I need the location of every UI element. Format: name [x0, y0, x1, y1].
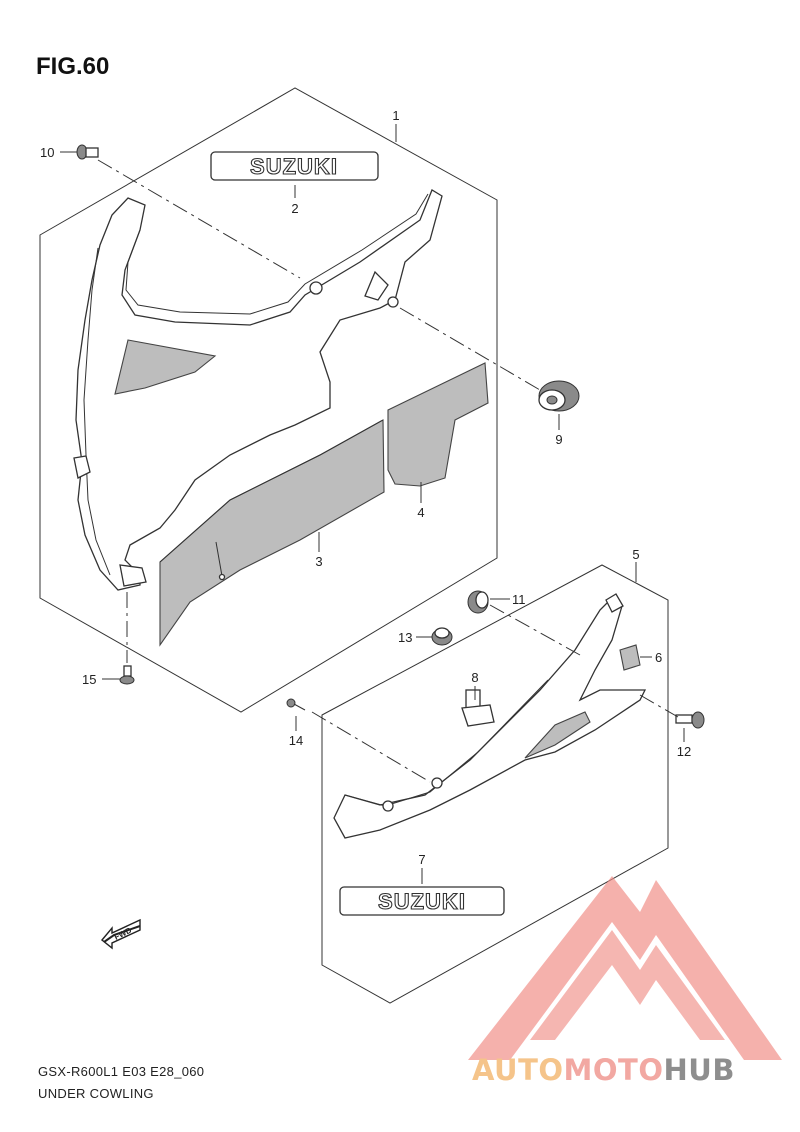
under-cowling-lower-part	[333, 593, 647, 839]
callout-8: 8	[471, 670, 478, 685]
callout-3: 3	[315, 554, 322, 569]
model-code-caption: GSX-R600L1 E03 E28_060	[38, 1064, 205, 1079]
callout-4: 4	[417, 505, 424, 520]
figure-title: FIG.60	[36, 53, 109, 80]
fastener-part-15	[119, 665, 135, 685]
callout-10: 10	[40, 145, 54, 160]
assembly-box-lower	[321, 564, 669, 1004]
svg-text:SUZUKI: SUZUKI	[378, 889, 466, 914]
callout-2: 2	[291, 201, 298, 216]
grommet-part	[538, 380, 580, 412]
suzuki-emblem-lower: SUZUKI	[339, 886, 505, 916]
automotohub-watermark-logo	[468, 876, 782, 1060]
screw-part-12	[675, 711, 705, 729]
callout-leaders	[60, 124, 685, 884]
svg-text:FWD: FWD	[113, 926, 134, 942]
pad-part	[387, 362, 489, 487]
callout-labels: 1 2 3 4 5 6 7 8 9 10 11 12 13 14 15	[40, 108, 691, 867]
callout-12: 12	[677, 744, 691, 759]
watermark-moto: MOTO	[564, 1053, 664, 1087]
callout-5: 5	[632, 547, 639, 562]
callout-13: 13	[398, 630, 412, 645]
watermark-auto: AUTO	[472, 1053, 564, 1087]
clip-part-6	[619, 644, 641, 671]
section-name-caption: UNDER COWLING	[38, 1086, 154, 1101]
under-cowling-upper-part	[73, 189, 443, 591]
assembly-box-upper	[39, 87, 498, 713]
watermark-hub: HUB	[664, 1053, 735, 1087]
screw-part-14	[286, 698, 306, 711]
callout-14: 14	[289, 733, 303, 748]
callout-15: 15	[82, 672, 96, 687]
svg-text:SUZUKI: SUZUKI	[250, 154, 338, 179]
callout-11: 11	[512, 592, 526, 607]
fwd-direction-icon: FWD	[101, 918, 141, 950]
damper-part-11	[467, 590, 489, 614]
callout-7: 7	[418, 852, 425, 867]
svg-text:AUTOMOTOHUB: AUTOMOTOHUB	[472, 1053, 735, 1087]
suzuki-emblem-upper: SUZUKI	[210, 151, 379, 181]
rubber-part-13	[431, 627, 453, 646]
callout-9: 9	[555, 432, 562, 447]
callout-6: 6	[655, 650, 662, 665]
nut-part-8	[461, 689, 495, 727]
bolt-part-10	[76, 144, 99, 160]
callout-1: 1	[392, 108, 399, 123]
